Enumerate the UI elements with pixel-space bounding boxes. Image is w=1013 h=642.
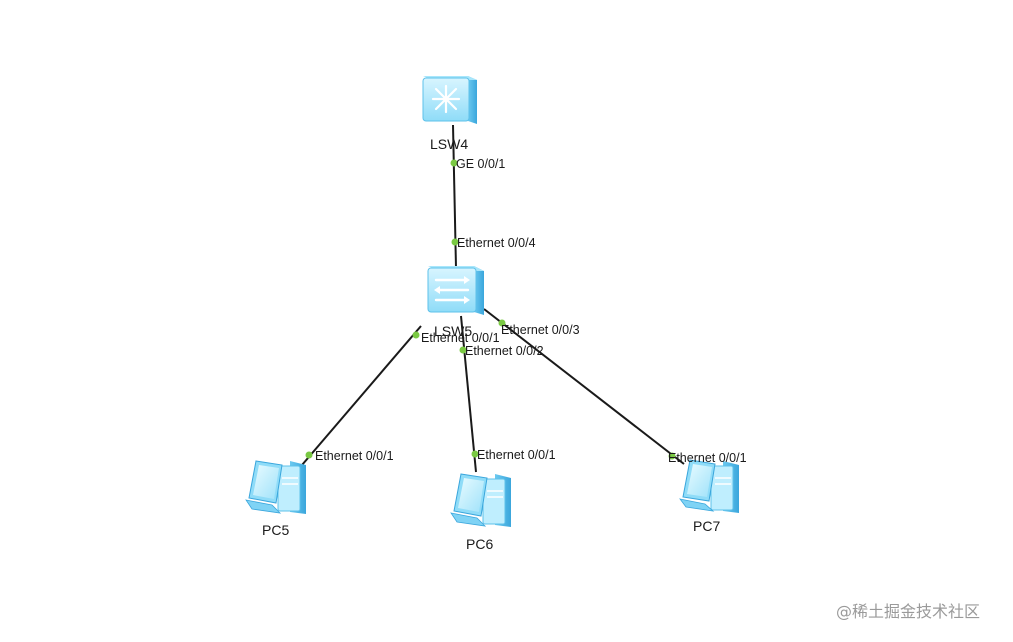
device-label-pc5: PC5 bbox=[262, 522, 289, 538]
port-dot bbox=[471, 450, 479, 458]
pc-icon bbox=[245, 460, 306, 514]
port-label-pc6-eth001: Ethernet 0/0/1 bbox=[477, 448, 556, 462]
port-label-pc5-eth001: Ethernet 0/0/1 bbox=[315, 449, 394, 463]
port-labels: GE 0/0/1 Ethernet 0/0/4 Ethernet 0/0/1 E… bbox=[315, 157, 747, 465]
port-dot bbox=[498, 319, 506, 327]
pc-icon bbox=[450, 473, 511, 527]
core-switch-icon bbox=[422, 76, 477, 124]
link-lsw5-pc7[interactable] bbox=[483, 308, 685, 465]
port-dot bbox=[412, 331, 420, 339]
device-label-pc7: PC7 bbox=[693, 518, 720, 534]
device-pc7[interactable]: PC7 bbox=[679, 459, 739, 534]
link-lsw5-pc5[interactable] bbox=[301, 325, 422, 466]
port-label-lsw4-ge001: GE 0/0/1 bbox=[456, 157, 505, 171]
port-dot bbox=[451, 238, 459, 246]
device-lsw5[interactable]: LSW5 bbox=[427, 266, 484, 339]
port-dot bbox=[305, 451, 313, 459]
port-label-lsw5-eth004: Ethernet 0/0/4 bbox=[457, 236, 536, 250]
device-lsw4[interactable]: LSW4 bbox=[422, 76, 477, 152]
links bbox=[301, 124, 685, 473]
device-label-pc6: PC6 bbox=[466, 536, 493, 552]
device-label-lsw5: LSW5 bbox=[434, 323, 472, 339]
watermark: @稀土掘金技术社区 bbox=[836, 602, 980, 621]
port-label-lsw5-eth003: Ethernet 0/0/3 bbox=[501, 323, 580, 337]
port-label-lsw5-eth001: Ethernet 0/0/1 bbox=[421, 331, 500, 345]
link-lsw5-pc6[interactable] bbox=[460, 315, 477, 473]
port-label-pc7-eth001: Ethernet 0/0/1 bbox=[668, 451, 747, 465]
port-dots bbox=[305, 159, 676, 460]
port-dot bbox=[668, 452, 676, 460]
port-label-lsw5-eth002: Ethernet 0/0/2 bbox=[465, 344, 544, 358]
port-dot bbox=[450, 159, 458, 167]
pc-icon bbox=[679, 459, 739, 513]
device-label-lsw4: LSW4 bbox=[430, 136, 468, 152]
device-pc5[interactable]: PC5 bbox=[245, 460, 306, 538]
port-dot bbox=[459, 346, 467, 354]
access-switch-icon bbox=[427, 266, 484, 315]
device-pc6[interactable]: PC6 bbox=[450, 473, 511, 552]
